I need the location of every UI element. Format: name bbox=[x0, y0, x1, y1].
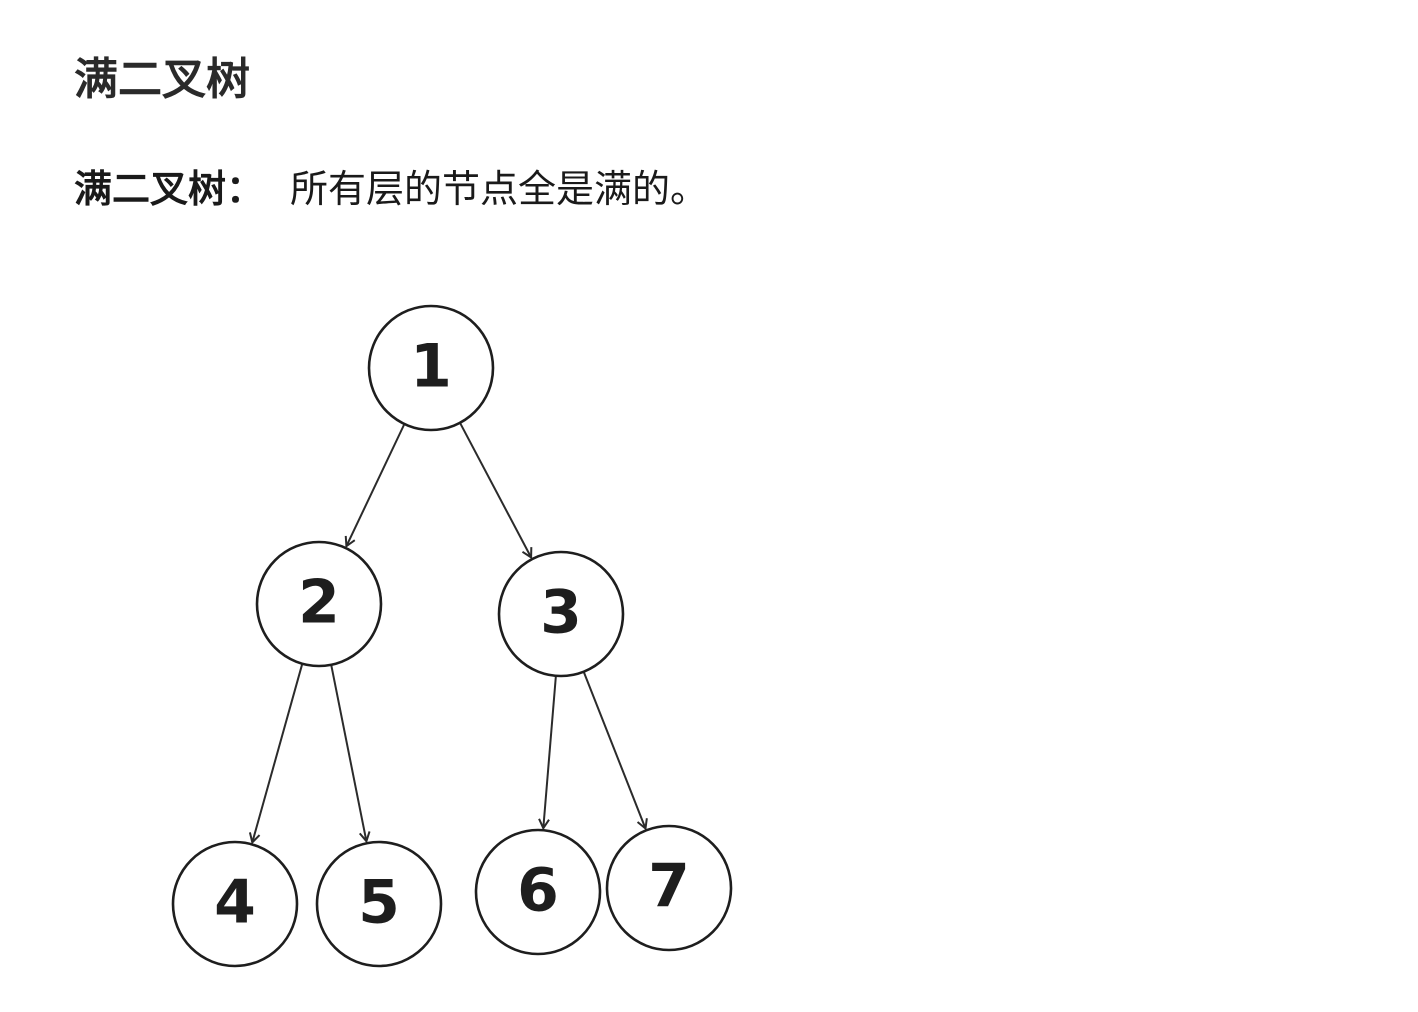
edge-3-to-7 bbox=[582, 671, 646, 829]
tree-node-3: 3 bbox=[497, 550, 625, 678]
edge-1-to-2 bbox=[346, 423, 406, 546]
tree-node-4: 4 bbox=[171, 840, 299, 968]
tree-nodes: 1 2 3 4 5 6 7 bbox=[171, 304, 733, 968]
tree-node-7: 7 bbox=[605, 824, 733, 952]
tree-node-5: 5 bbox=[315, 840, 443, 968]
definition-line: 满二叉树： 所有层的节点全是满的。 bbox=[74, 162, 708, 216]
edge-2-to-5 bbox=[330, 664, 366, 841]
tree-node-6: 6 bbox=[474, 828, 602, 956]
node-circle bbox=[605, 824, 733, 952]
tree-node-2: 2 bbox=[255, 540, 383, 668]
tree-edges bbox=[252, 422, 646, 843]
node-label: 7 bbox=[648, 852, 690, 922]
edge-3-to-6 bbox=[543, 675, 557, 828]
node-label: 6 bbox=[517, 856, 559, 926]
node-circle bbox=[367, 304, 495, 432]
edge-2-to-4 bbox=[252, 663, 304, 843]
node-label: 2 bbox=[298, 568, 340, 638]
node-label: 1 bbox=[410, 332, 452, 402]
section-heading: 满二叉树 bbox=[74, 54, 250, 105]
node-label: 3 bbox=[540, 578, 582, 648]
node-circle bbox=[255, 540, 383, 668]
node-circle bbox=[315, 840, 443, 968]
node-circle bbox=[474, 828, 602, 956]
node-circle bbox=[497, 550, 625, 678]
node-circle bbox=[171, 840, 299, 968]
node-label: 4 bbox=[214, 868, 256, 938]
node-label: 5 bbox=[358, 868, 400, 938]
definition-term: 满二叉树： bbox=[74, 167, 265, 211]
definition-text: 所有层的节点全是满的。 bbox=[290, 167, 709, 211]
tree-node-1: 1 bbox=[367, 304, 495, 432]
edge-1-to-3 bbox=[459, 422, 531, 558]
